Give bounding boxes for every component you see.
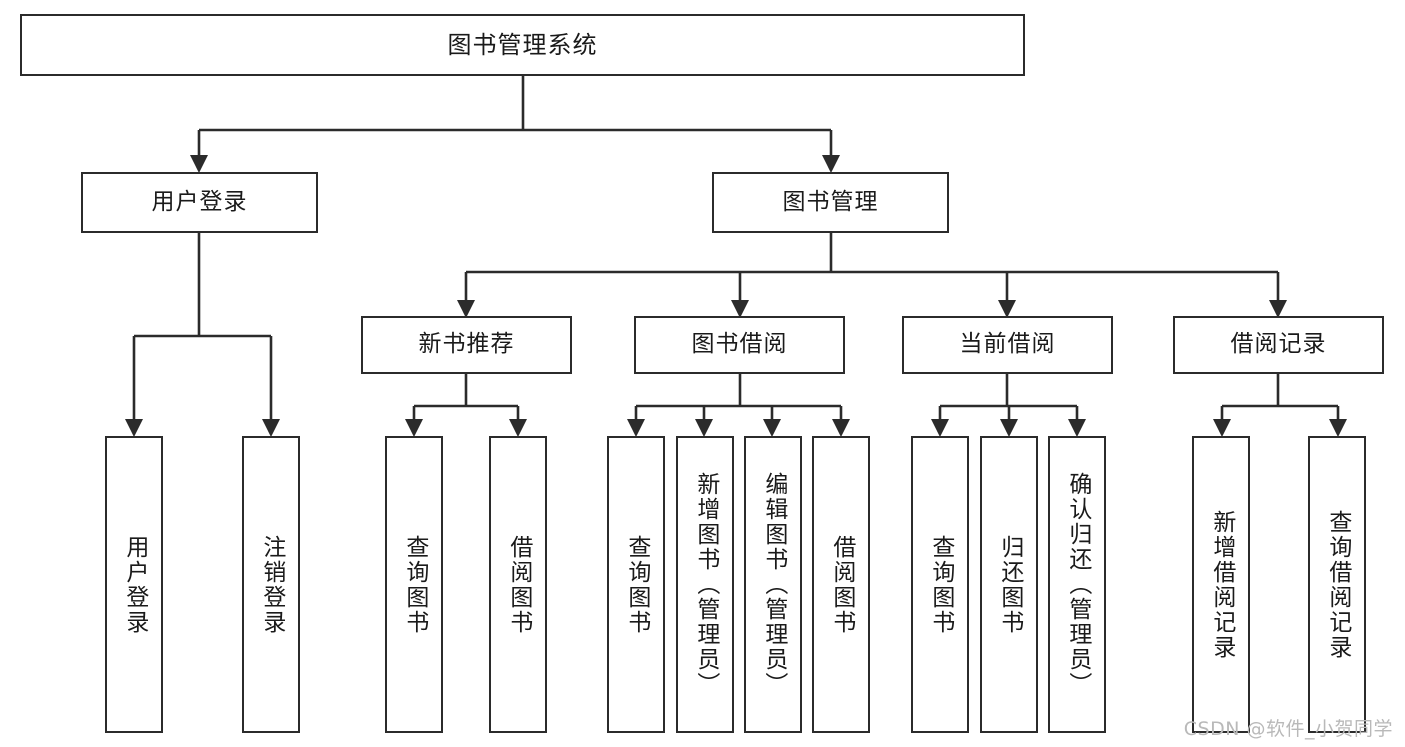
node-leaf-edit-book[interactable]: 编辑图书（管理员） xyxy=(744,436,802,733)
node-leaf-query-book-1-label: 查询图书 xyxy=(401,534,428,635)
node-current-borrow[interactable]: 当前借阅 xyxy=(902,316,1113,374)
node-leaf-user-login[interactable]: 用户登录 xyxy=(105,436,163,733)
node-new-book-rec-label: 新书推荐 xyxy=(418,331,515,358)
node-user-login[interactable]: 用户登录 xyxy=(81,172,318,233)
node-leaf-add-record[interactable]: 新增借阅记录 xyxy=(1192,436,1250,733)
node-book-borrow-label: 图书借阅 xyxy=(691,331,788,358)
node-leaf-query-book-3[interactable]: 查询图书 xyxy=(911,436,969,733)
node-book-borrow[interactable]: 图书借阅 xyxy=(634,316,845,374)
node-leaf-edit-book-label: 编辑图书（管理员） xyxy=(760,472,787,697)
watermark: CSDN @软件_小贺同学 xyxy=(1183,718,1393,740)
node-leaf-query-book-2-label: 查询图书 xyxy=(623,534,650,635)
node-leaf-add-book[interactable]: 新增图书（管理员） xyxy=(676,436,734,733)
node-borrow-record-label: 借阅记录 xyxy=(1230,331,1327,358)
node-leaf-query-record[interactable]: 查询借阅记录 xyxy=(1308,436,1366,733)
node-leaf-query-book-2[interactable]: 查询图书 xyxy=(607,436,665,733)
node-leaf-borrow-book-1[interactable]: 借阅图书 xyxy=(489,436,547,733)
node-leaf-query-book-1[interactable]: 查询图书 xyxy=(385,436,443,733)
node-leaf-query-book-3-label: 查询图书 xyxy=(927,534,954,635)
node-leaf-borrow-book-2[interactable]: 借阅图书 xyxy=(812,436,870,733)
node-leaf-logout[interactable]: 注销登录 xyxy=(242,436,300,733)
node-leaf-logout-label: 注销登录 xyxy=(258,534,285,635)
node-new-book-rec[interactable]: 新书推荐 xyxy=(361,316,572,374)
node-leaf-user-login-label: 用户登录 xyxy=(121,534,148,635)
node-current-borrow-label: 当前借阅 xyxy=(959,331,1056,358)
node-book-manage-label: 图书管理 xyxy=(782,188,879,215)
node-leaf-borrow-book-2-label: 借阅图书 xyxy=(828,534,855,635)
node-leaf-confirm-return-label: 确认归还（管理员） xyxy=(1064,472,1091,697)
node-leaf-add-record-label: 新增借阅记录 xyxy=(1208,509,1235,660)
node-leaf-confirm-return[interactable]: 确认归还（管理员） xyxy=(1048,436,1106,733)
node-book-manage[interactable]: 图书管理 xyxy=(712,172,949,233)
node-user-login-label: 用户登录 xyxy=(151,188,248,215)
node-root[interactable]: 图书管理系统 xyxy=(20,14,1025,76)
node-leaf-return-book-label: 归还图书 xyxy=(996,534,1023,635)
node-leaf-add-book-label: 新增图书（管理员） xyxy=(692,472,719,697)
node-leaf-return-book[interactable]: 归还图书 xyxy=(980,436,1038,733)
node-leaf-borrow-book-1-label: 借阅图书 xyxy=(505,534,532,635)
node-leaf-query-record-label: 查询借阅记录 xyxy=(1324,509,1351,660)
node-root-label: 图书管理系统 xyxy=(447,30,598,59)
node-borrow-record[interactable]: 借阅记录 xyxy=(1173,316,1384,374)
